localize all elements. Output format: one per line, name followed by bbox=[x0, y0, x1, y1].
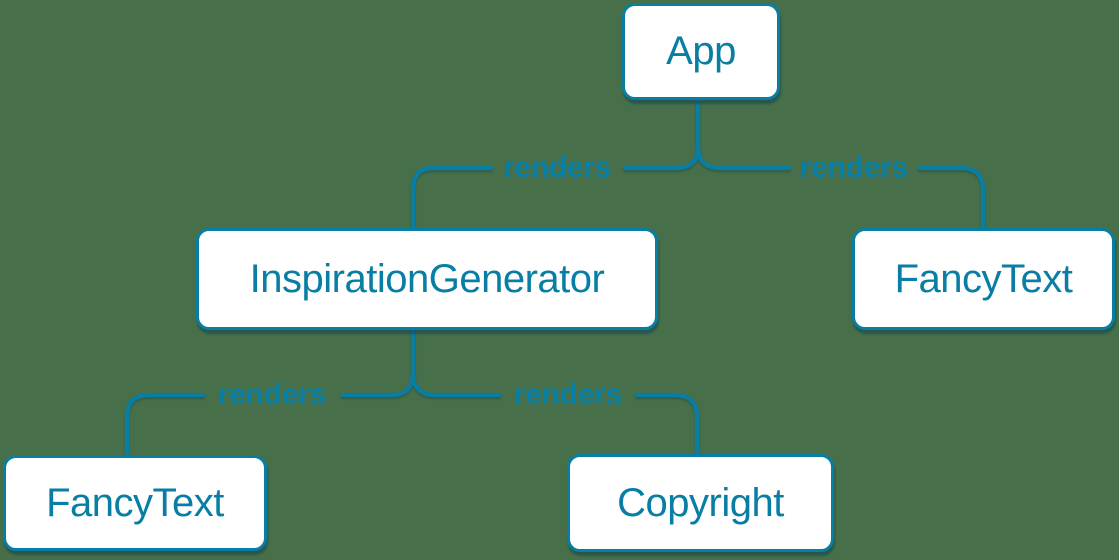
edge-app-to-inspirationgenerator-line-b bbox=[410, 165, 494, 231]
edge-inspirationgenerator-to-copyright-line-a bbox=[410, 370, 502, 398]
edge-app-to-fancytext-line-a bbox=[695, 144, 792, 171]
node-fancy-text-bottom-left: FancyText bbox=[3, 455, 267, 551]
node-app-label: App bbox=[666, 29, 736, 73]
node-fancy-text-top-right-label: FancyText bbox=[894, 256, 1073, 301]
node-copyright-label: Copyright bbox=[617, 480, 784, 525]
node-inspiration-generator-label: InspirationGenerator bbox=[249, 256, 605, 301]
edge-app-to-fancytext-line-b bbox=[917, 165, 986, 231]
edge-label-inspirationgenerator-copyright: renders bbox=[514, 378, 622, 411]
node-app: App bbox=[622, 3, 780, 100]
edge-inspirationgenerator-to-fancytext-line-a bbox=[340, 370, 416, 398]
edge-inspirationgenerator-to-fancytext-line-b bbox=[124, 392, 206, 458]
edge-inspirationgenerator-to-copyright-line-b bbox=[634, 392, 700, 457]
node-copyright: Copyright bbox=[567, 454, 834, 552]
edge-app-fork bbox=[622, 97, 792, 171]
edge-label-inspirationgenerator-fancytext: renders bbox=[218, 378, 326, 411]
edge-app-to-inspirationgenerator-line-a bbox=[622, 144, 701, 171]
edge-label-app-fancytext: renders bbox=[800, 151, 908, 184]
edge-inspirationgenerator-fork bbox=[340, 327, 502, 398]
node-fancy-text-top-right: FancyText bbox=[852, 228, 1115, 330]
edge-label-app-inspirationgenerator: renders bbox=[503, 151, 611, 184]
node-inspiration-generator: InspirationGenerator bbox=[196, 228, 658, 330]
node-fancy-text-bottom-left-label: FancyText bbox=[46, 480, 224, 525]
